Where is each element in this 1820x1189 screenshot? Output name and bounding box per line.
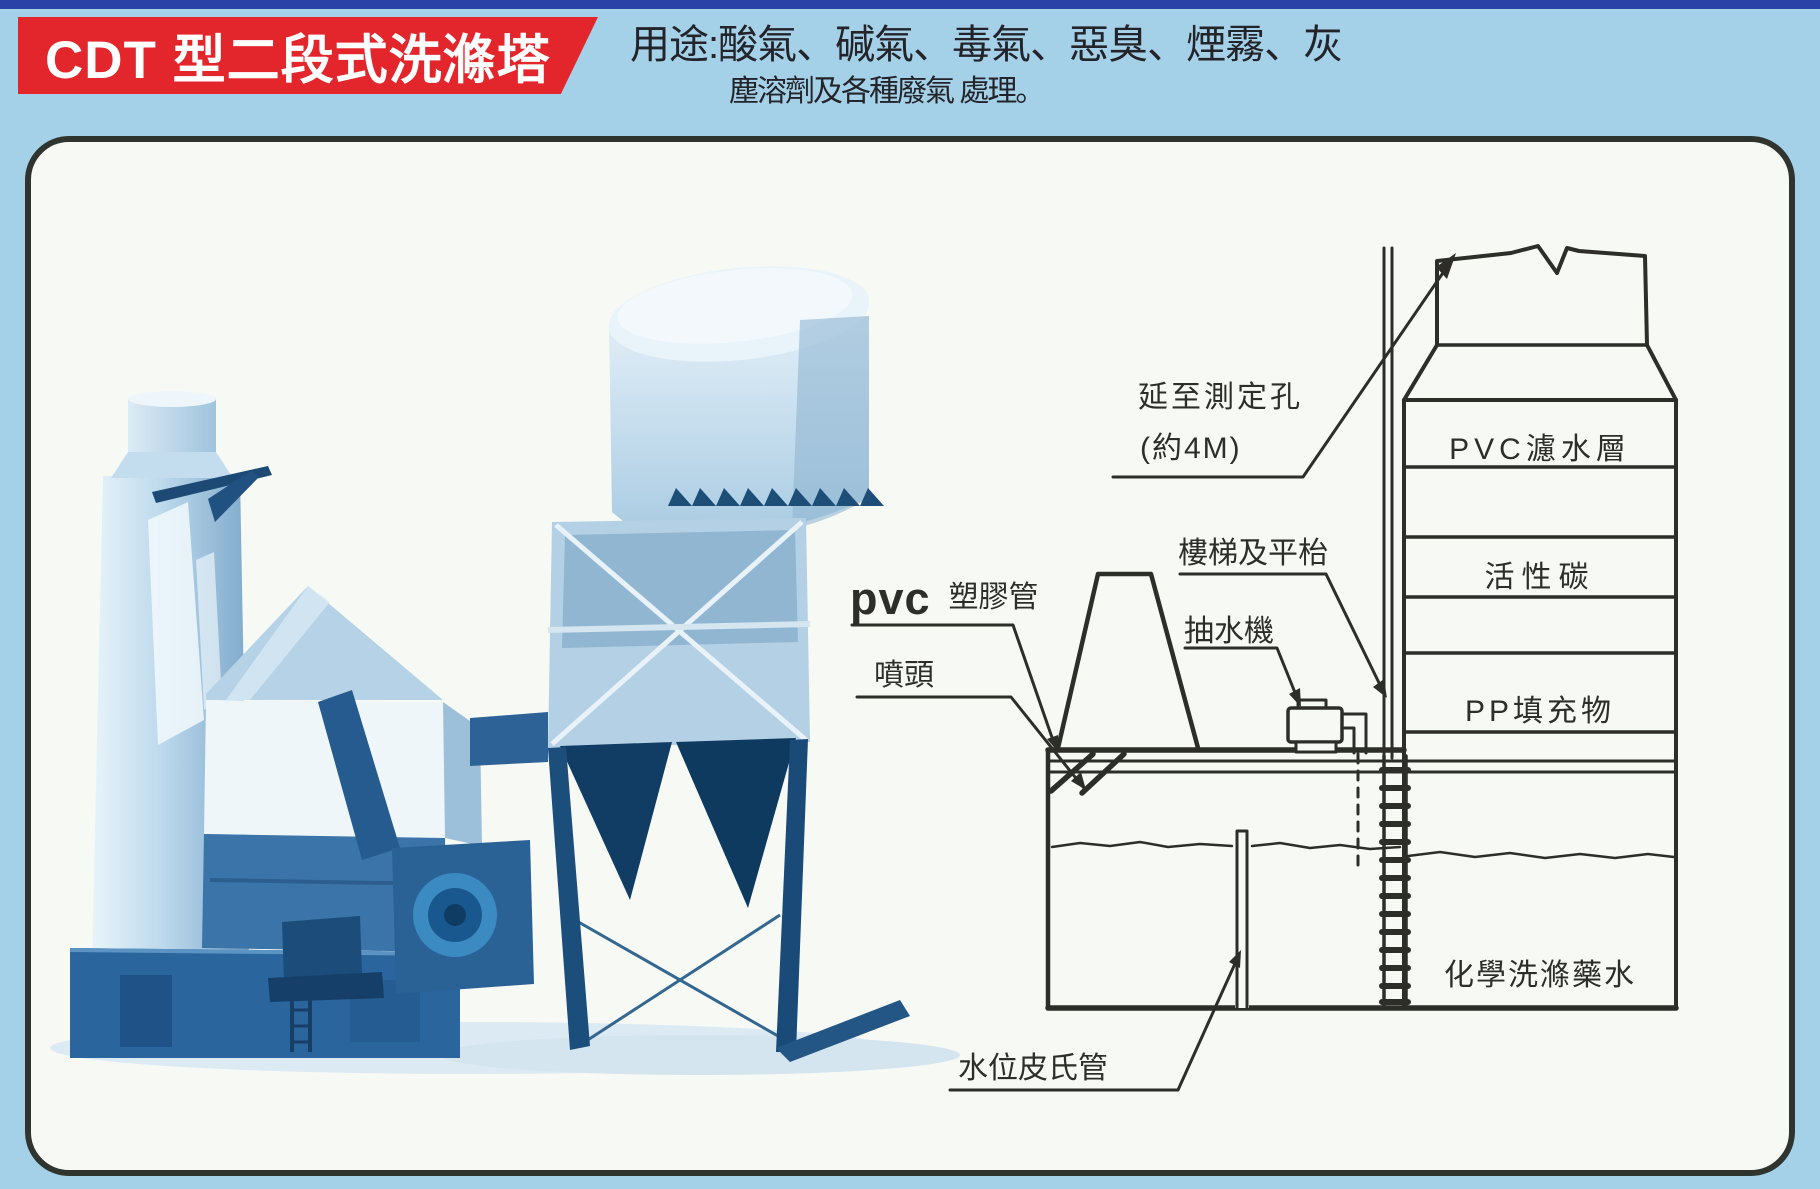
label-pvc-prefix: pvc <box>850 573 931 624</box>
label-layer-activated-carbon: 活性碳 <box>1484 561 1596 594</box>
label-pump: 抽水機 <box>1184 615 1274 648</box>
title-banner: CDT 型二段式洗滌塔 <box>18 17 598 94</box>
page-title: CDT 型二段式洗滌塔 <box>45 30 551 90</box>
label-pvc-pipe-text: 塑膠管 <box>948 581 1039 614</box>
label-spray-nozzle: 噴頭 <box>874 659 934 692</box>
label-layer-pp-packing: PP填充物 <box>1464 695 1616 728</box>
usage-line-1: 用途:酸氣、碱氣、毒氣、惡臭、煙霧、灰 <box>630 23 1343 67</box>
label-water-level-tube: 水位皮氏管 <box>958 1052 1108 1085</box>
usage-line-2: 塵溶劑及各種廢氣 處理。 <box>729 75 1045 108</box>
label-layer-pvc-filter: PVC濾水層 <box>1449 433 1631 466</box>
label-pvc-pipe: pvc 塑膠管 <box>850 572 1039 624</box>
label-measuring-hole-line2: (約4M) <box>1140 432 1242 465</box>
label-stairs-platform: 樓梯及平枱 <box>1178 537 1328 570</box>
label-chemical-liquid: 化學洗滌藥水 <box>1444 959 1636 992</box>
top-strip <box>0 0 1820 9</box>
label-measuring-hole-line1: 延至測定孔 <box>1138 381 1303 414</box>
